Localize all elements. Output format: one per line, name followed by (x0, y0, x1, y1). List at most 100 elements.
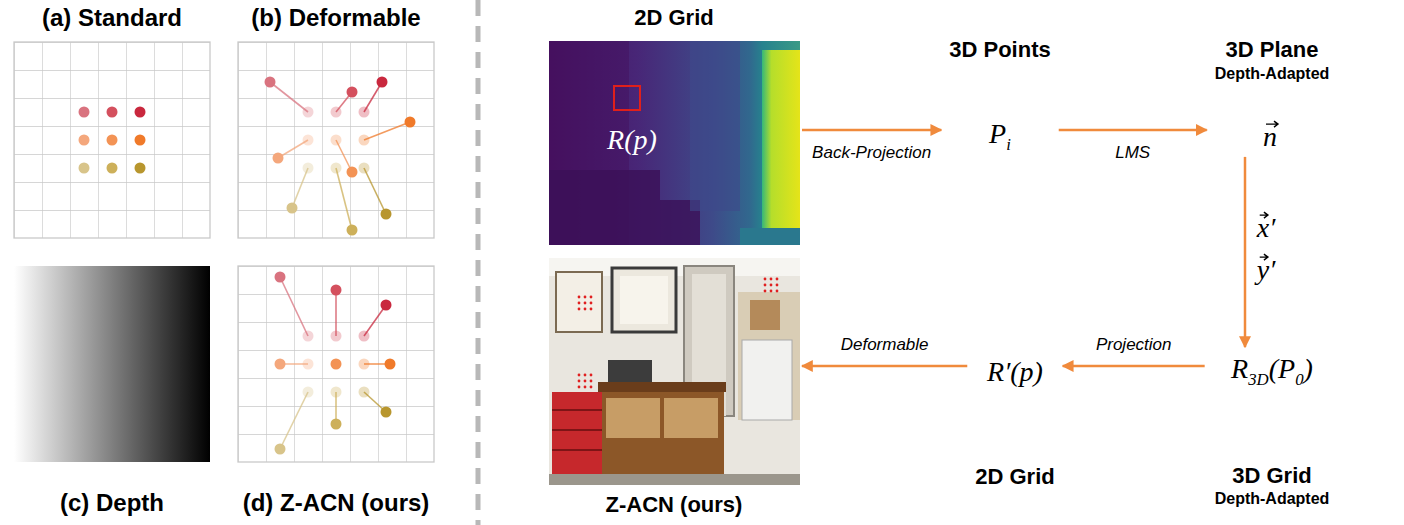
sampling-dot (135, 135, 146, 146)
rgb-photo (549, 258, 800, 485)
depth-map (614, 86, 640, 110)
dashed-separator (476, 0, 481, 525)
grid-panel: (a) Standard (14, 0, 210, 238)
sampling-dot (331, 359, 342, 370)
offset-line (280, 277, 308, 336)
panel-caption: (c) Depth (60, 489, 164, 518)
offset-line (280, 392, 308, 449)
sampling-dot (107, 107, 118, 118)
sampling-dot (405, 117, 416, 128)
flow-arrow (1063, 365, 1205, 368)
offset-line (364, 168, 386, 214)
depth-map (549, 41, 800, 245)
column-subheading: Depth-Adapted (1215, 489, 1330, 508)
grid-figure (238, 266, 434, 462)
sampling-dot (265, 77, 416, 455)
rgb-photo (606, 398, 660, 438)
panel-caption: (b) Deformable (251, 4, 420, 33)
math-symbol: R(p) (607, 128, 657, 152)
base-dot (331, 135, 342, 146)
depth-map (690, 41, 740, 211)
sampling-dot (381, 407, 392, 418)
text-part: 3D (1248, 370, 1269, 389)
depth-map (762, 50, 800, 230)
base-dot (303, 107, 314, 118)
depth-map (549, 41, 800, 245)
offset-line (335, 290, 337, 336)
depth-map (549, 170, 700, 245)
sampling-dot (107, 135, 118, 146)
math-symbol: R3D(P0) (1231, 357, 1313, 387)
axis-label: x′ (1257, 216, 1276, 240)
sampling-dot (275, 272, 286, 283)
base-dot (303, 163, 314, 174)
grid-panel: (d) Z-ACN (ours) (238, 266, 434, 521)
text-part: 0 (1295, 370, 1303, 389)
math-symbol: R′(p) (987, 360, 1043, 384)
base-dot (359, 387, 370, 398)
offset-line (270, 82, 410, 449)
rgb-photo (576, 372, 594, 390)
rgb-photo (600, 392, 724, 485)
offset-line (336, 168, 352, 230)
rgb-photo (552, 392, 602, 480)
pipeline-step: R′(p) 2D Grid (969, 354, 1060, 496)
column-heading: 3D Grid (1232, 463, 1311, 489)
sampling-dot (135, 163, 146, 174)
base-dot (359, 107, 370, 118)
grid-panel: (c) Depth (14, 266, 210, 521)
edge-label: Projection (1093, 335, 1175, 355)
sampling-dot (331, 419, 342, 430)
sampling-dot (79, 107, 90, 118)
sampling-dot (265, 77, 276, 88)
column-heading: 2D Grid (975, 464, 1054, 490)
offset-line (292, 168, 308, 208)
pipeline-step: 3D PointsPi (943, 31, 1056, 158)
edge-label: Deformable (838, 335, 932, 355)
pipeline-step: 3D PlaneDepth-Adaptedn (1209, 31, 1336, 155)
rgb-photo (576, 294, 594, 312)
base-dot (359, 359, 370, 370)
flow-arrow (802, 129, 941, 132)
offset-line (364, 122, 410, 140)
text-part: P (989, 118, 1006, 149)
sampling-dot (287, 203, 298, 214)
base-dot (331, 331, 342, 342)
grid-figure (14, 42, 434, 462)
sampling-dot (273, 153, 284, 164)
sampling-dot (347, 225, 358, 236)
base-dot (331, 387, 342, 398)
column-subheading: Depth-Adapted (1215, 64, 1330, 83)
base-dot (303, 331, 314, 342)
base-dot (303, 107, 370, 398)
sampling-dot (275, 359, 286, 370)
rgb-photo (549, 258, 800, 485)
base-dot (303, 135, 314, 146)
pipeline-step: R3D(P0) 3D GridDepth-Adapted (1207, 349, 1338, 517)
rgb-photo (556, 272, 602, 332)
base-dot (359, 135, 370, 146)
rgb-photo (549, 474, 800, 485)
flow-arrow (1059, 129, 1207, 132)
image-panel: 2D GridR(p) (549, 1, 800, 245)
sampling-dot (377, 77, 388, 88)
base-dot (331, 163, 342, 174)
depth-gradient (14, 266, 210, 462)
rgb-photo (552, 410, 602, 450)
sampling-dot (135, 107, 146, 118)
base-dot (303, 387, 314, 398)
grid-panel: (b) Deformable (238, 0, 434, 238)
panel-caption: (d) Z-ACN (ours) (243, 489, 430, 518)
rgb-photo (742, 340, 792, 420)
panel-caption: (a) Standard (42, 4, 182, 33)
base-dot (331, 107, 342, 118)
sampling-dot (385, 359, 396, 370)
sampling-dot (79, 163, 90, 174)
text-part: i (1006, 135, 1011, 154)
sampling-dot (347, 87, 358, 98)
sampling-dot (347, 167, 358, 178)
base-dot (359, 331, 370, 342)
